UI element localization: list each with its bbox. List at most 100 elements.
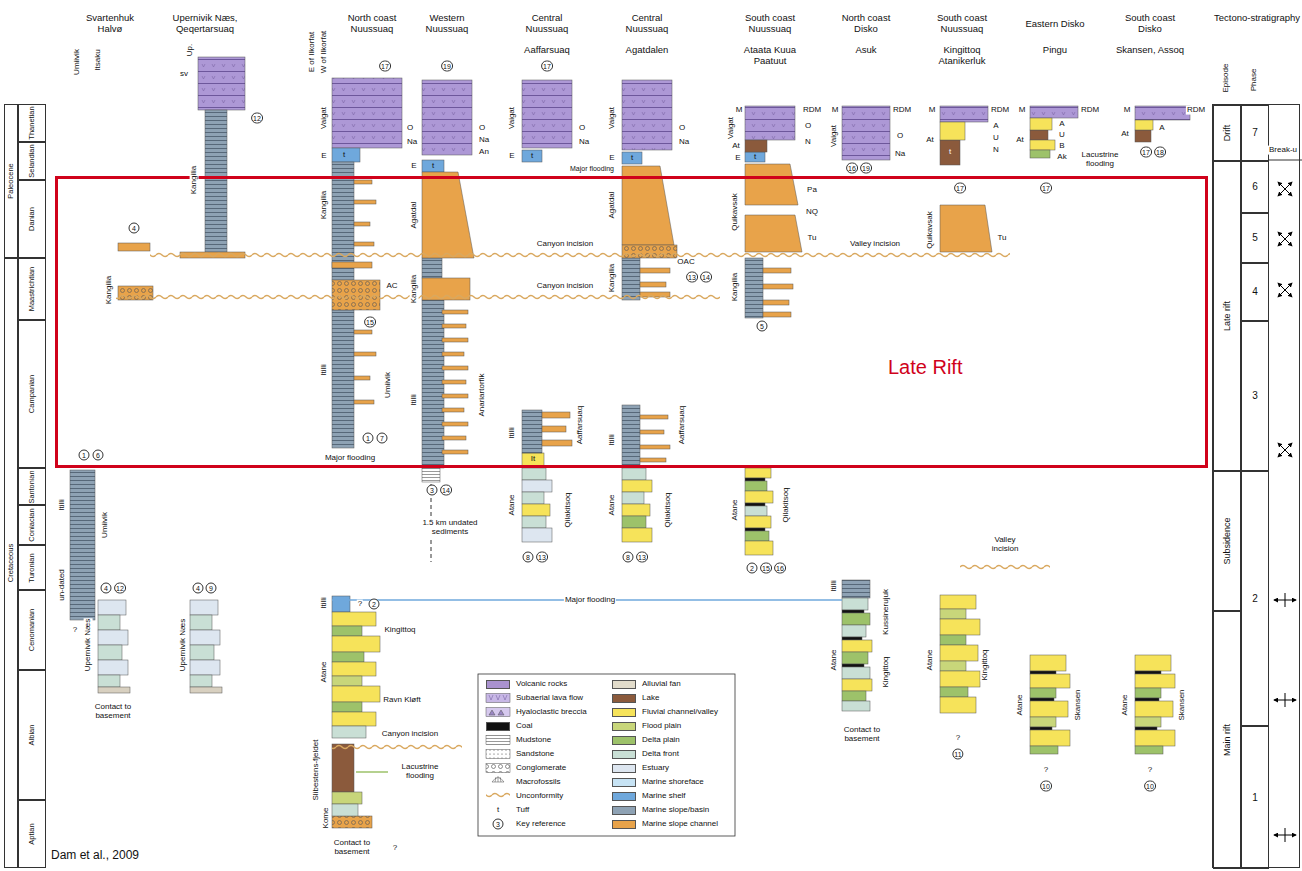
annotation-label: Lacustrine flooding bbox=[1072, 151, 1129, 169]
legend-text: Unconformity bbox=[516, 791, 563, 801]
formation-label: Kome bbox=[322, 807, 331, 830]
legend-swatch bbox=[612, 750, 636, 759]
annotation-label: ? bbox=[72, 626, 78, 635]
column-header: Ataata Kuua Paatuut bbox=[732, 45, 809, 67]
legend-swatch bbox=[612, 736, 636, 745]
fluvial-bed bbox=[1030, 140, 1055, 150]
annotation-label: U bbox=[992, 134, 1000, 143]
deltaic-bed bbox=[98, 687, 130, 693]
stress-arrow bbox=[1278, 182, 1292, 196]
callout-number: 2 bbox=[369, 599, 380, 610]
annotation-label: O bbox=[578, 124, 586, 133]
legend-text: Marine slope channel bbox=[642, 819, 718, 829]
callout-number: 10 bbox=[1040, 781, 1052, 792]
legend-text: Subaerial lava flow bbox=[516, 693, 583, 703]
slope-channel-bed bbox=[118, 243, 150, 251]
deltaic-bed bbox=[332, 676, 362, 686]
callout-number: 18 bbox=[1154, 147, 1166, 158]
formation-label: Kangilia bbox=[410, 274, 419, 304]
deltaic-bed bbox=[1135, 674, 1175, 688]
annotation-label: Kingittoq bbox=[383, 626, 416, 635]
slope-channel-bed bbox=[442, 324, 466, 328]
legend-text: Estuary bbox=[642, 763, 669, 773]
annotation-label: t bbox=[342, 151, 346, 160]
annotation-label: M bbox=[1018, 106, 1027, 115]
episode-band: Late rift bbox=[1213, 161, 1241, 471]
mudstone-column bbox=[332, 310, 354, 448]
callout-number: 3 bbox=[493, 819, 504, 830]
slope-channel-bed bbox=[745, 215, 802, 252]
formation-label: Agatdal bbox=[410, 200, 419, 229]
callout-number: 5 bbox=[757, 321, 768, 332]
callout-number: 4 bbox=[193, 583, 204, 594]
stage-band-text: Albian bbox=[28, 725, 36, 746]
deltaic-bed bbox=[842, 652, 868, 664]
formation-label: Slibestens-fjeldet bbox=[312, 739, 321, 802]
annotation-label: ? bbox=[392, 844, 398, 853]
volcanic-unit bbox=[622, 80, 672, 150]
annotation-label: ? bbox=[1147, 766, 1153, 775]
annotation-label: O bbox=[678, 124, 686, 133]
deltaic-bed bbox=[1030, 674, 1070, 688]
formation-label: Atane bbox=[1121, 694, 1130, 717]
callout-number: 3 bbox=[427, 485, 438, 496]
legend-sample bbox=[486, 792, 510, 798]
annotation-label: E bbox=[410, 162, 417, 171]
formation-label: Anariartorfik bbox=[478, 372, 487, 417]
annotation-label: RDM bbox=[802, 106, 822, 115]
deltaic-bed bbox=[622, 528, 652, 542]
deltaic-bed bbox=[1030, 727, 1052, 730]
callout-number: 16 bbox=[774, 563, 786, 574]
slope-channel-bed bbox=[442, 436, 466, 440]
formation-label: Kingittoq bbox=[882, 655, 891, 688]
mudstone-column bbox=[622, 258, 640, 300]
mudstone-column bbox=[70, 470, 95, 620]
formation-label: Up. bbox=[186, 43, 195, 57]
callout-number: 14 bbox=[440, 485, 452, 496]
formation-label: Itsaku bbox=[94, 48, 103, 71]
slope-channel-bed bbox=[763, 300, 789, 305]
unconformity-line bbox=[332, 744, 462, 750]
legend-sample bbox=[486, 750, 510, 759]
stage-band: Campanian bbox=[18, 320, 46, 468]
deltaic-bed bbox=[842, 640, 872, 652]
annotation-label: Major flooding bbox=[569, 165, 615, 173]
marine-shelf-bed bbox=[332, 596, 350, 612]
deltaic-bed bbox=[190, 630, 220, 645]
slope-channel-bed bbox=[354, 200, 376, 204]
callout-number: 10 bbox=[1144, 781, 1156, 792]
formation-label: Atane bbox=[731, 499, 740, 522]
legend-text: Volcanic rocks bbox=[516, 679, 567, 689]
callout-number: 4 bbox=[101, 583, 112, 594]
column-header: Pingu bbox=[1019, 45, 1091, 56]
legend-text: Flood plain bbox=[642, 721, 681, 731]
callout-number: 9 bbox=[206, 583, 217, 594]
stage-band: Cenomanian bbox=[18, 590, 46, 670]
slope-channel-bed bbox=[118, 164, 992, 462]
formation-label: Qilakitsoq bbox=[564, 491, 573, 528]
annotation-label: t bbox=[530, 152, 534, 161]
annotation-label: Ak bbox=[1056, 153, 1067, 162]
episode-band-text: Drift bbox=[1223, 125, 1232, 142]
formation-label: Atane bbox=[830, 649, 839, 672]
phase-band-text: 6 bbox=[1242, 182, 1268, 192]
marine-shelf-bed bbox=[332, 148, 765, 612]
unconformity-line bbox=[960, 564, 1050, 570]
deltaic-bed bbox=[98, 600, 126, 615]
slope-channel-bed bbox=[940, 205, 992, 252]
deltaic-bed bbox=[940, 619, 980, 635]
annotation-label: Major flooding bbox=[324, 454, 376, 463]
stress-arrow bbox=[1278, 232, 1292, 246]
phase-band-text: 1 bbox=[1242, 793, 1268, 803]
callout-number: 13 bbox=[686, 272, 698, 283]
formation-label: un-dated bbox=[58, 568, 67, 602]
column-header: South coast Nuussuaq bbox=[729, 13, 811, 35]
callout-number: 7 bbox=[377, 433, 388, 444]
column-header: Svartenhuk Halvø bbox=[73, 13, 147, 35]
deltaic-bed bbox=[332, 662, 376, 676]
formation-label: E of Ilkorfat bbox=[308, 31, 317, 73]
stage-band-text: Cenomanian bbox=[28, 609, 36, 652]
phase-band: 3 bbox=[1241, 321, 1269, 471]
formation-label: Skansen bbox=[1074, 688, 1083, 721]
legend-text: Mudstone bbox=[516, 735, 551, 745]
